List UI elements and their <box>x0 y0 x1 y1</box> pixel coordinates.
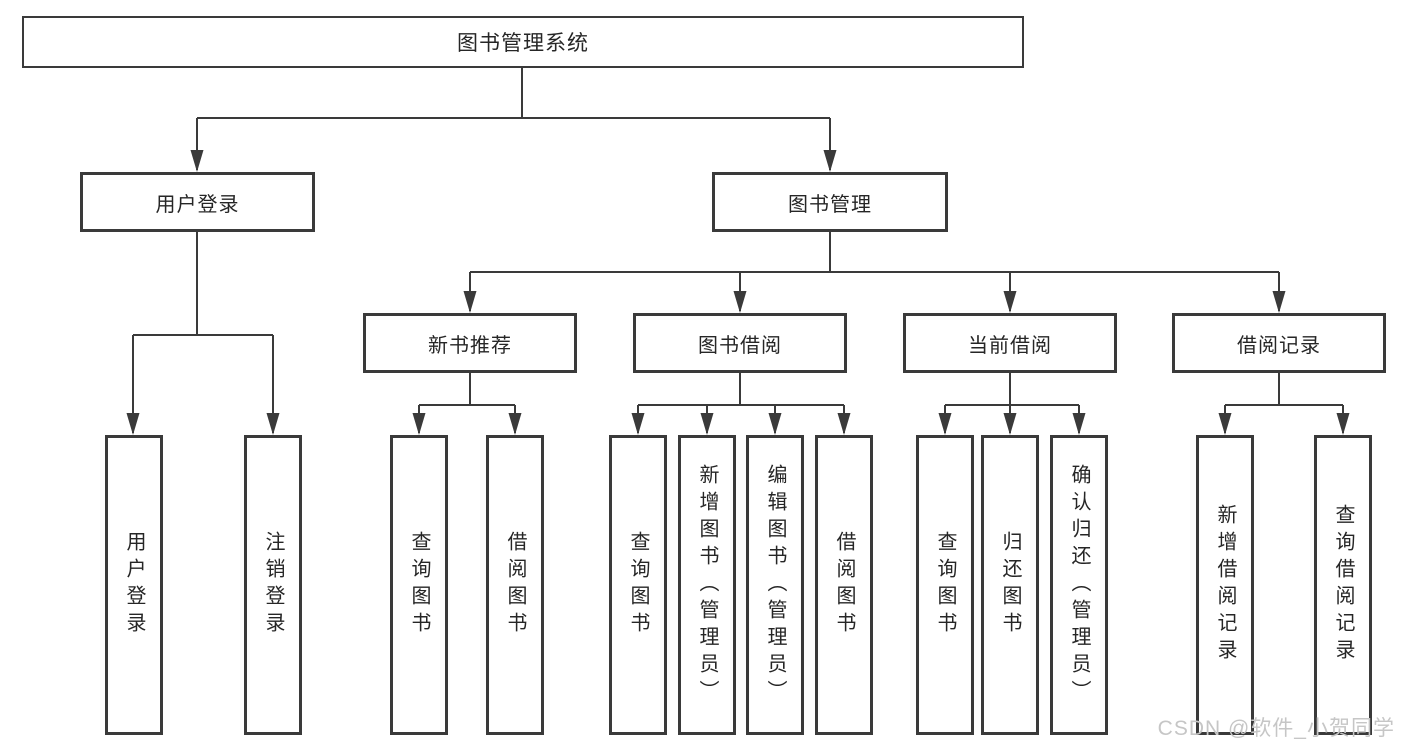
node-label: 用户登录 <box>123 531 145 639</box>
node-library-management-system: 图书管理系统 <box>22 16 1024 68</box>
node-borrowing-records: 借阅记录 <box>1172 313 1386 373</box>
node-label: 借阅图书 <box>833 531 855 639</box>
node-query-books-current: 查询图书 <box>916 435 974 735</box>
node-add-book-admin: 新增图书（管理员） <box>678 435 736 735</box>
node-label: 新增图书（管理员） <box>696 463 718 707</box>
node-new-book-recommendation: 新书推荐 <box>363 313 577 373</box>
node-current-borrowing: 当前借阅 <box>903 313 1117 373</box>
node-label: 注销登录 <box>262 531 284 639</box>
node-confirm-return-admin: 确认归还（管理员） <box>1050 435 1108 735</box>
node-label: 借阅图书 <box>504 531 526 639</box>
node-user-login: 用户登录 <box>105 435 163 735</box>
node-query-books-borrowing: 查询图书 <box>609 435 667 735</box>
node-add-borrow-record: 新增借阅记录 <box>1196 435 1254 735</box>
node-label: 确认归还（管理员） <box>1068 463 1090 707</box>
node-query-books-recommend: 查询图书 <box>390 435 448 735</box>
node-borrow-books-recommend: 借阅图书 <box>486 435 544 735</box>
node-label: 编辑图书（管理员） <box>764 463 786 707</box>
node-label: 查询图书 <box>934 531 956 639</box>
node-return-books: 归还图书 <box>981 435 1039 735</box>
node-label: 查询借阅记录 <box>1332 504 1354 666</box>
node-label: 新增借阅记录 <box>1214 504 1236 666</box>
node-label: 查询图书 <box>408 531 430 639</box>
node-book-management-module: 图书管理 <box>712 172 948 232</box>
node-book-borrowing: 图书借阅 <box>633 313 847 373</box>
node-logout: 注销登录 <box>244 435 302 735</box>
node-label: 归还图书 <box>999 531 1021 639</box>
node-user-login-module: 用户登录 <box>80 172 315 232</box>
node-edit-book-admin: 编辑图书（管理员） <box>746 435 804 735</box>
node-borrow-books: 借阅图书 <box>815 435 873 735</box>
node-query-borrow-record: 查询借阅记录 <box>1314 435 1372 735</box>
node-label: 查询图书 <box>627 531 649 639</box>
